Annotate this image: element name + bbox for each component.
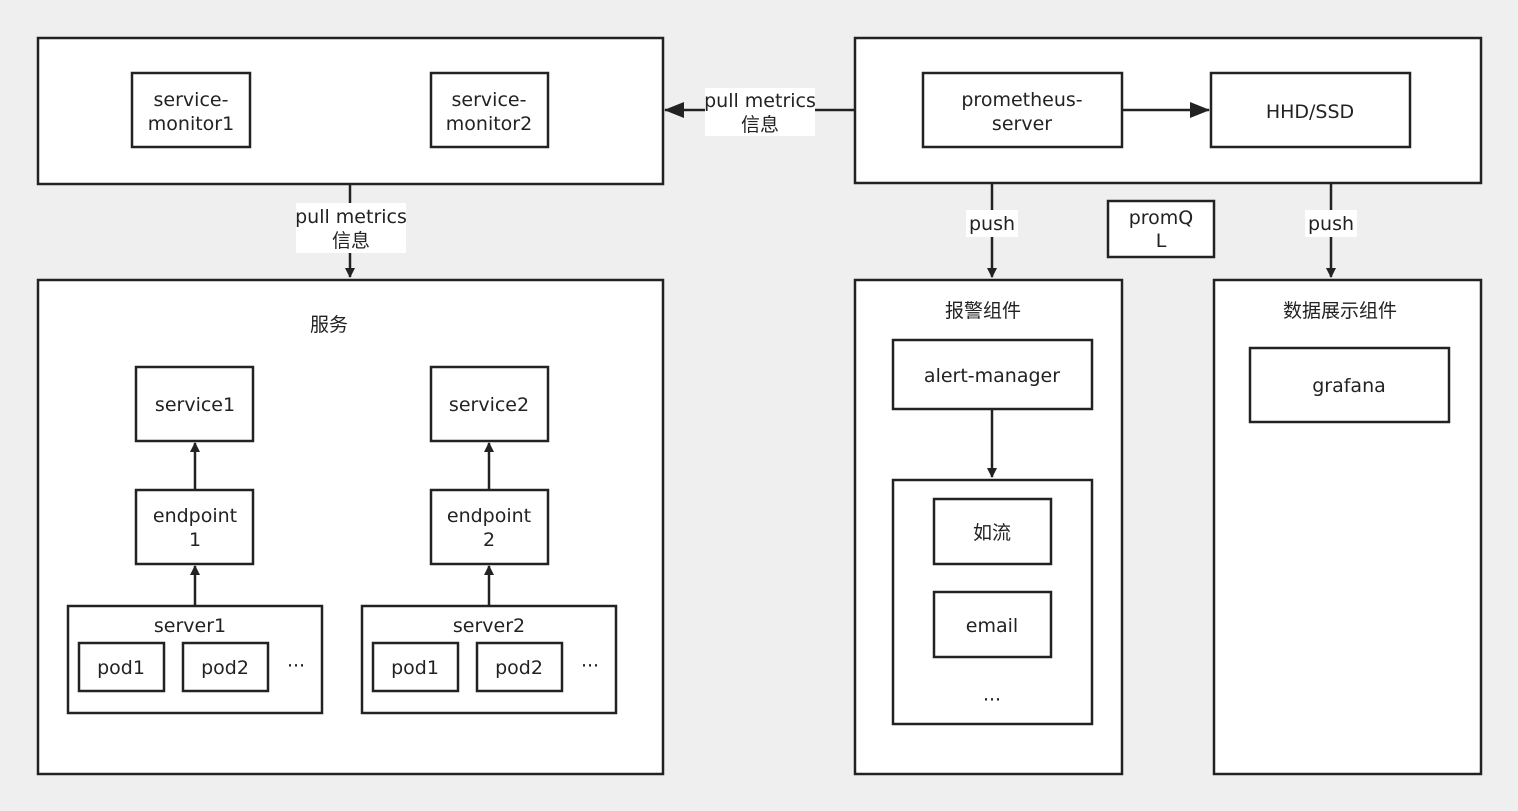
channel-ruliu-box — [932, 497, 1053, 566]
prometheus-server-label-line1: prometheus- — [961, 89, 1082, 111]
server2-label: server2 — [453, 615, 525, 637]
pull-to-services-label-line1: pull metrics — [295, 206, 407, 228]
endpoint2-label-line2: 2 — [483, 529, 495, 551]
service-monitor1-box — [130, 71, 252, 149]
endpoint1-box — [134, 488, 255, 566]
service2-label: service2 — [449, 394, 529, 416]
storage-box — [1209, 71, 1412, 149]
pull-metrics-services-edge: pull metrics 信息 — [295, 184, 407, 278]
service-monitor2-label-line1: service- — [452, 89, 527, 111]
alert-group: 报警组件 alert-manager 如流 email ··· — [853, 278, 1124, 776]
prometheus-server-box — [921, 71, 1124, 149]
service-monitor2-label-line2: monitor2 — [446, 113, 532, 135]
service-monitor-group: service- monitor1 service- monitor2 — [36, 36, 665, 186]
server1-label: server1 — [154, 615, 226, 637]
endpoint2-box — [429, 488, 550, 566]
storage-label: HHD/SSD — [1266, 101, 1354, 123]
channel-email-box — [932, 590, 1053, 659]
pull-to-monitors-label-line1: pull metrics — [704, 90, 816, 112]
pull-to-services-label-line2: 信息 — [332, 230, 370, 252]
service2-box — [429, 365, 550, 443]
server2-pod1-box — [371, 641, 460, 693]
server2-pod1-label: pod1 — [391, 657, 439, 679]
server2-pod2-label: pod2 — [495, 657, 543, 679]
prometheus-group: prometheus- server HHD/SSD — [853, 36, 1483, 185]
services-title: 服务 — [310, 314, 348, 336]
server1-pod1-label: pod1 — [97, 657, 145, 679]
promql-node: promQ L — [1106, 199, 1216, 259]
pull-metrics-monitor-edge: pull metrics 信息 — [664, 88, 855, 136]
service1-box — [134, 365, 255, 443]
server2-pod2-box — [475, 641, 564, 693]
prometheus-server-label-line2: server — [992, 113, 1052, 135]
service1-label: service1 — [155, 394, 235, 416]
dashboard-group: 数据展示组件 grafana — [1212, 278, 1483, 776]
dashboard-title: 数据展示组件 — [1283, 300, 1397, 322]
promql-box — [1106, 199, 1216, 259]
server1-pod1-box — [77, 641, 166, 693]
service-monitor2-box — [429, 71, 550, 149]
promql-label-line1: promQ — [1129, 207, 1194, 229]
services-group: 服务 service1 endpoint 1 server1 pod1 pod2… — [36, 278, 665, 776]
push-dashboard-edge: push — [1305, 183, 1357, 278]
service-monitor1-label-line1: service- — [154, 89, 229, 111]
promql-label-line2: L — [1156, 230, 1167, 252]
server1-pod2-label: pod2 — [201, 657, 249, 679]
push-dashboard-label-bg — [1305, 210, 1357, 237]
pull-to-monitors-label-bg — [705, 88, 815, 136]
alert-manager-label: alert-manager — [924, 365, 1060, 387]
channels-more: ··· — [983, 689, 1001, 711]
alert-title: 报警组件 — [945, 300, 1021, 322]
server1-more: ··· — [287, 655, 305, 677]
grafana-box — [1248, 346, 1451, 424]
alert-manager-box — [891, 338, 1094, 411]
endpoint2-label-line1: endpoint — [447, 505, 531, 527]
push-dashboard-label: push — [1308, 213, 1354, 235]
service-monitor1-label-line2: monitor1 — [148, 113, 234, 135]
server1-pod2-box — [181, 641, 270, 693]
channel-ruliu-label: 如流 — [973, 522, 1011, 544]
channel-email-label: email — [966, 615, 1018, 637]
push-alert-label: push — [969, 213, 1015, 235]
endpoint1-label-line2: 1 — [189, 529, 201, 551]
pull-to-monitors-label-line2: 信息 — [741, 114, 779, 136]
server2-more: ··· — [581, 655, 599, 677]
push-alert-label-bg — [966, 210, 1018, 237]
grafana-label: grafana — [1312, 375, 1386, 397]
push-alert-edge: push — [966, 183, 1018, 278]
endpoint1-label-line1: endpoint — [153, 505, 237, 527]
pull-to-services-label-bg — [296, 203, 406, 253]
